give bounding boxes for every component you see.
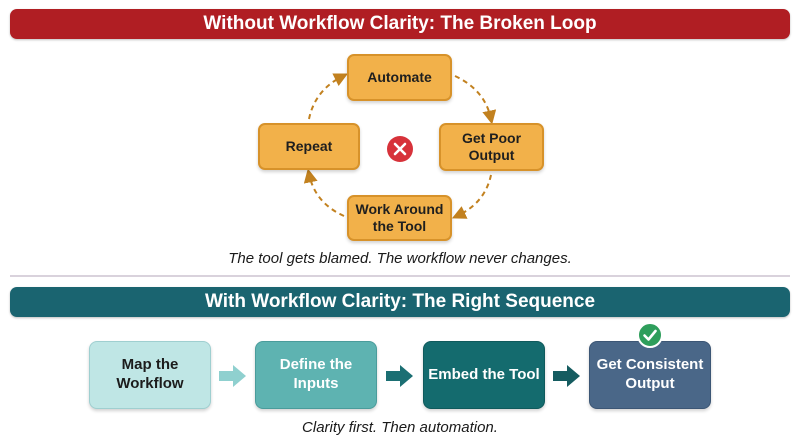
right-arrow-icon bbox=[386, 365, 413, 387]
loop-step-automate: Automate bbox=[347, 54, 452, 101]
loop-step-get-poor-output: Get Poor Output bbox=[439, 123, 544, 171]
loop-step-work-around-tool: Work Around the Tool bbox=[347, 195, 452, 241]
broken-loop-caption: The tool gets blamed. The workflow never… bbox=[228, 250, 572, 267]
checkmark-icon bbox=[637, 322, 663, 348]
sequence-step-consistent-output: Get Consistent Output bbox=[589, 341, 711, 409]
arrow-output-to-workaround bbox=[451, 174, 492, 219]
sequence-step-map-workflow: Map the Workflow bbox=[89, 341, 211, 409]
right-sequence-banner: With Workflow Clarity: The Right Sequenc… bbox=[10, 287, 790, 317]
right-arrow-icon bbox=[553, 365, 580, 387]
right-arrow-icon bbox=[219, 365, 246, 387]
arrow-repeat-to-automate bbox=[308, 73, 349, 120]
arrow-workaround-to-repeat bbox=[303, 168, 345, 217]
sequence-step-define-inputs: Define the Inputs bbox=[255, 341, 377, 409]
arrow-automate-to-output bbox=[454, 75, 497, 125]
x-circle-icon bbox=[387, 136, 413, 162]
loop-step-repeat: Repeat bbox=[258, 123, 360, 170]
section-divider bbox=[10, 275, 790, 277]
broken-loop-banner: Without Workflow Clarity: The Broken Loo… bbox=[10, 9, 790, 39]
right-sequence-caption: Clarity first. Then automation. bbox=[302, 419, 498, 436]
sequence-step-embed-tool: Embed the Tool bbox=[423, 341, 545, 409]
